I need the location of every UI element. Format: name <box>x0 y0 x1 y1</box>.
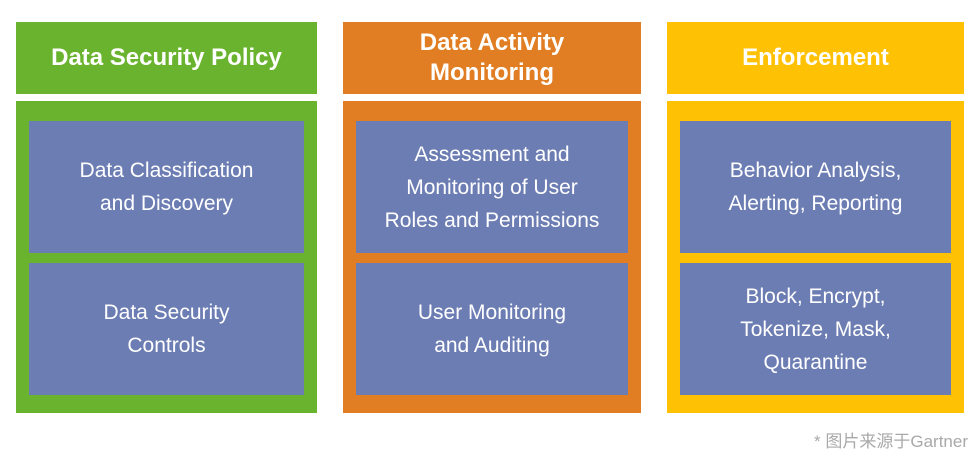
column-body-data-activity-monitoring: Assessment and Monitoring of User Roles … <box>343 101 641 413</box>
item-line: Quarantine <box>763 350 868 374</box>
column-data-security-policy: Data Security Policy Data Classification… <box>16 22 317 413</box>
item-line: and Auditing <box>434 334 550 357</box>
item-box-data-security-controls: Data Security Controls <box>29 263 304 395</box>
column-body-data-security-policy: Data Classification and Discovery Data S… <box>16 101 317 413</box>
item-line: Assessment and <box>414 142 570 166</box>
image-source-footnote: * 图片来源于Gartner <box>814 432 968 451</box>
item-line: Monitoring of User <box>406 175 578 199</box>
item-line: Controls <box>127 334 206 357</box>
item-box-behavior-analysis-alerting-reporting: Behavior Analysis, Alerting, Reporting <box>680 121 951 253</box>
item-box-user-monitoring-and-auditing: User Monitoring and Auditing <box>356 263 628 395</box>
item-text: Block, Encrypt, Tokenize, Mask, Quaranti… <box>740 280 891 379</box>
column-header-data-security-policy: Data Security Policy <box>16 22 317 94</box>
item-line: Behavior Analysis, <box>729 159 902 182</box>
item-line: Data Classification <box>79 159 254 182</box>
item-line: Data Security <box>103 301 230 324</box>
item-line: Block, Encrypt, <box>745 284 886 308</box>
column-title: Data Activity Monitoring <box>420 28 565 88</box>
title-line: Data Activity <box>419 29 565 56</box>
item-box-data-classification-and-discovery: Data Classification and Discovery <box>29 121 304 253</box>
item-line: User Monitoring <box>417 301 567 324</box>
item-text: User Monitoring and Auditing <box>418 296 566 362</box>
column-title: Enforcement <box>742 43 889 73</box>
item-text: Assessment and Monitoring of User Roles … <box>385 138 600 237</box>
item-text: Behavior Analysis, Alerting, Reporting <box>729 154 903 220</box>
column-body-enforcement: Behavior Analysis, Alerting, Reporting B… <box>667 101 964 413</box>
column-enforcement: Enforcement Behavior Analysis, Alerting,… <box>667 22 964 413</box>
item-line: Alerting, Reporting <box>728 192 903 215</box>
item-text: Data Security Controls <box>103 296 229 362</box>
item-line: and Discovery <box>99 192 234 215</box>
item-box-block-encrypt-tokenize-mask-quarantine: Block, Encrypt, Tokenize, Mask, Quaranti… <box>680 263 951 395</box>
item-box-assessment-monitoring-roles-permissions: Assessment and Monitoring of User Roles … <box>356 121 628 253</box>
column-title: Data Security Policy <box>51 43 282 73</box>
item-line: Tokenize, Mask, <box>740 317 891 341</box>
column-data-activity-monitoring: Data Activity Monitoring Assessment and … <box>343 22 641 413</box>
title-line: Enforcement <box>742 44 889 71</box>
title-line: Data Security Policy <box>51 44 282 71</box>
item-text: Data Classification and Discovery <box>80 154 254 220</box>
column-header-enforcement: Enforcement <box>667 22 964 94</box>
item-line: Roles and Permissions <box>384 208 600 232</box>
title-line: Monitoring <box>430 59 554 86</box>
column-header-data-activity-monitoring: Data Activity Monitoring <box>343 22 641 94</box>
